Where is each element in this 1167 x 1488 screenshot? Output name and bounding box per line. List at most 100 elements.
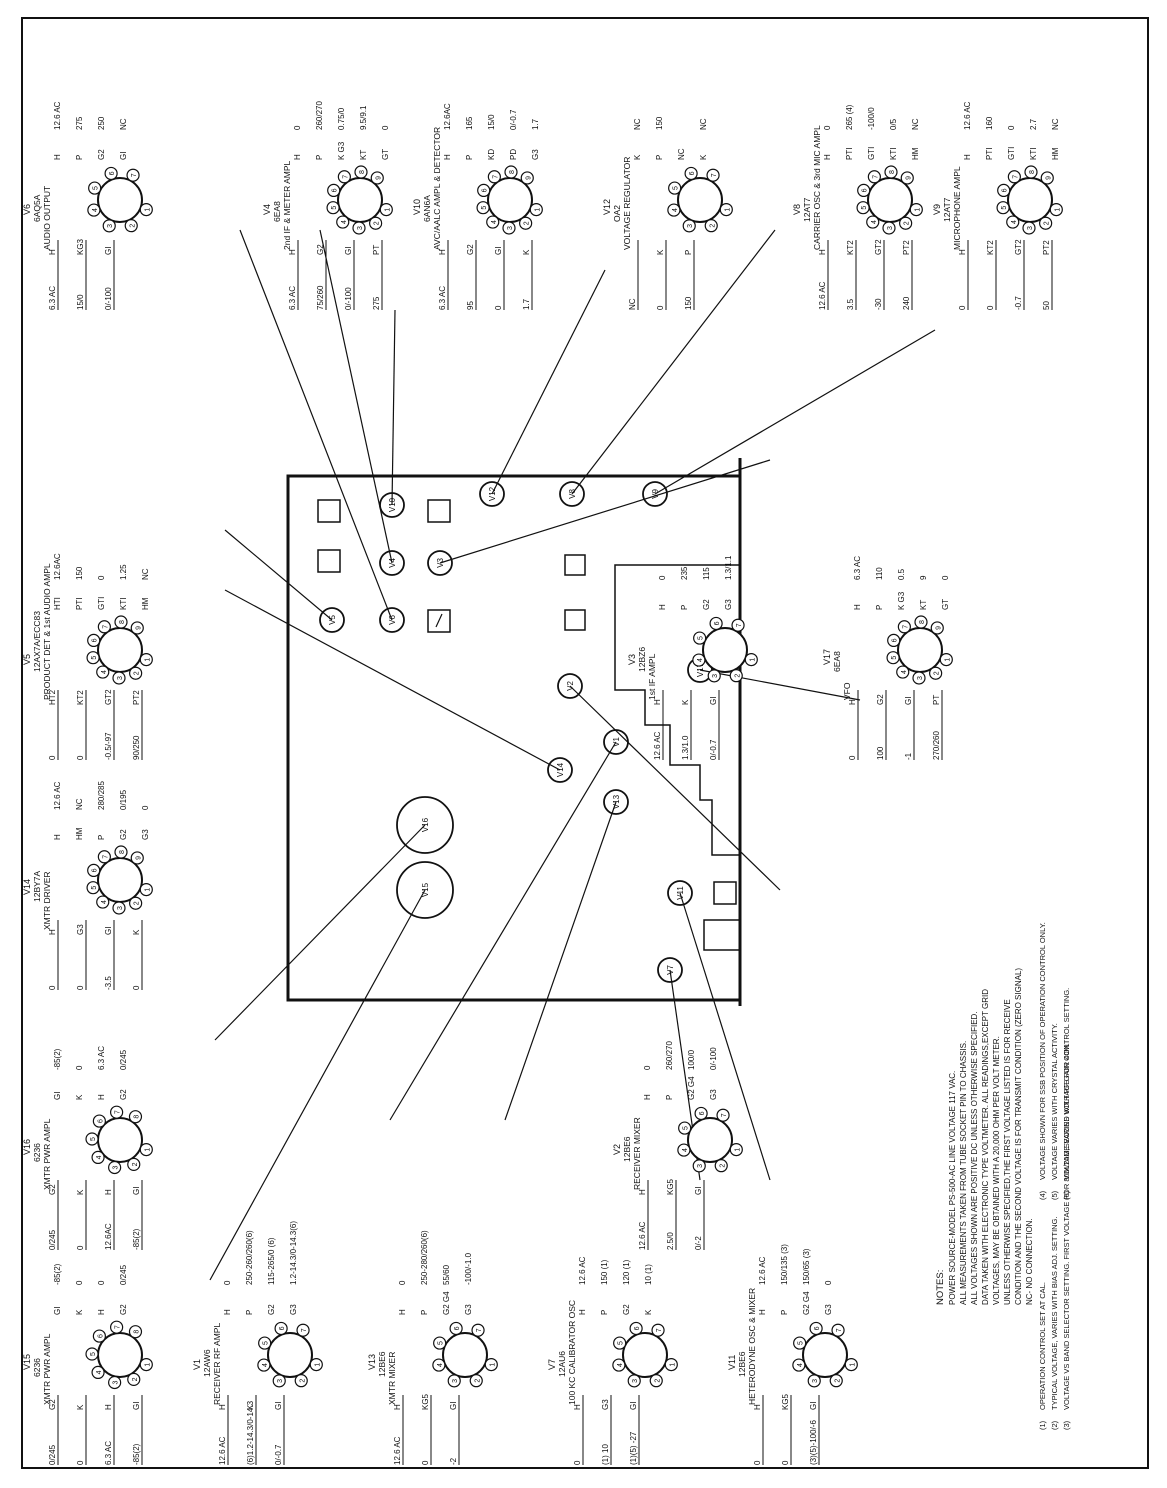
pin-number: 6 xyxy=(892,638,899,642)
pin-voltage: 150 xyxy=(684,296,693,310)
tube-id: V2 xyxy=(612,1144,622,1155)
pin-element: GI xyxy=(132,1402,141,1410)
pin-element: HM xyxy=(75,827,84,840)
pin-number: 5 xyxy=(90,1137,97,1141)
pin-voltage: -2 xyxy=(449,1457,458,1465)
footnotes-block: (1)OPERATION CONTROL SET AT CAL.(2)TYPIC… xyxy=(1038,922,1071,1430)
pin-element: K G3 xyxy=(337,141,346,160)
pin-voltage: 12.6 AC xyxy=(393,1436,402,1465)
pin-voltage: 150 (1) xyxy=(600,1259,609,1285)
pin-voltage: (1)(5) -27 xyxy=(629,1431,638,1465)
pin-voltage: 150 xyxy=(655,116,664,130)
pin-voltage: (1) 10 xyxy=(601,1444,610,1465)
pin-element: H xyxy=(578,1309,587,1315)
socket-label: V13 xyxy=(612,794,621,809)
pin-number: 7 xyxy=(721,1113,728,1117)
pin-voltage: -85(2) xyxy=(53,1263,62,1285)
pin-element: PTI xyxy=(985,148,994,160)
pin-voltage: 265 (4) xyxy=(845,104,854,130)
pin-element: G2 G4 xyxy=(802,1291,811,1315)
pin-circle xyxy=(369,216,383,230)
pin-number: 7 xyxy=(492,175,499,179)
pin-element: K xyxy=(75,1094,84,1100)
pin-number: 1 xyxy=(384,208,391,212)
footnote-mark: (5) xyxy=(1050,1190,1059,1200)
tube-type: 6AN6A xyxy=(422,195,432,222)
pin-circle xyxy=(327,183,341,197)
tube-function: MICROPHONE AMPL xyxy=(952,166,962,250)
pin-voltage: -100/0 xyxy=(867,107,876,130)
pin-circle xyxy=(477,183,491,197)
pin-element: KG5 xyxy=(666,1178,675,1195)
pin-voltage: 95 xyxy=(466,301,475,310)
pin-circle xyxy=(110,1105,124,1119)
note-line: DATA TAKEN WITH ELECTRONIC TYPE VOLTMETE… xyxy=(981,989,990,1305)
tube-socket-body xyxy=(97,857,143,903)
pin-voltage: 0/5 xyxy=(889,118,898,130)
pin-element: G3 xyxy=(464,1304,473,1315)
pin-number: 5 xyxy=(93,186,100,190)
pin-voltage: 2.7 xyxy=(1029,118,1038,130)
pin-voltage: 0 xyxy=(656,305,665,310)
pin-circle xyxy=(484,1358,498,1372)
pin-number: 7 xyxy=(1012,175,1019,179)
footnote-text: VOLTAGE VARIES WITH CRYSTAL ACTIVITY. xyxy=(1050,1023,1059,1180)
pin-circle xyxy=(914,615,928,629)
pin-voltage: 12.6 AC xyxy=(963,101,972,130)
pin-voltage: -85(2) xyxy=(132,1228,141,1250)
pin-number: 6 xyxy=(92,638,99,642)
pin-element: GI xyxy=(53,1307,62,1315)
pin-circle xyxy=(92,1114,106,1128)
tube-type: 6AQ5A xyxy=(32,194,42,222)
pin-number: 8 xyxy=(133,1115,140,1119)
trimmer-socket xyxy=(703,919,741,951)
pin-voltage: 250 xyxy=(97,116,106,130)
tube-socket-body xyxy=(487,177,533,223)
pin-voltage: 0/195 xyxy=(119,789,128,810)
pin-circle xyxy=(704,219,718,233)
pin-voltage: 275 xyxy=(372,296,381,310)
pin-voltage: -3.5 xyxy=(104,976,113,990)
pin-element: HM xyxy=(911,147,920,160)
pin-element: GI xyxy=(104,927,113,935)
pin-element: H xyxy=(643,1094,652,1100)
footnote-mark: (1) xyxy=(1038,1420,1047,1430)
pin-circle xyxy=(1024,165,1038,179)
tube-socket-body xyxy=(802,1332,848,1378)
pin-number: 4 xyxy=(101,670,108,674)
pin-number: 4 xyxy=(491,220,498,224)
pin-element: GT xyxy=(381,149,390,160)
pin-element: G2 xyxy=(267,1304,276,1315)
tube-id: V9 xyxy=(932,204,942,215)
socket-label: V15 xyxy=(421,882,430,897)
pin-element: P xyxy=(655,155,664,160)
pin-voltage: 270/260 xyxy=(932,731,941,760)
pin-voltage: 6.3 AC xyxy=(104,1441,113,1465)
pin-circle xyxy=(447,1374,461,1388)
tube-id: V1 xyxy=(192,1359,202,1370)
pin-circle xyxy=(856,201,870,215)
pin-number: 3 xyxy=(917,676,924,680)
pin-circle xyxy=(682,219,696,233)
pin-voltage: NC xyxy=(119,118,128,130)
shield-mark xyxy=(435,613,443,628)
pin-voltage: 240 xyxy=(902,296,911,310)
pin-voltage: 0 xyxy=(141,805,150,810)
pin-circle xyxy=(432,1358,446,1372)
pin-voltage: -0.7 xyxy=(1014,296,1023,310)
pin-element: H xyxy=(848,699,857,705)
pin-voltage: 12.6 AC xyxy=(758,1256,767,1285)
tube-socket-body xyxy=(677,177,723,223)
socket-label-group: V5 xyxy=(328,615,337,625)
pin-circle xyxy=(272,1374,286,1388)
pin-voltage: 6.3 AC xyxy=(438,286,447,310)
pin-voltage: 0 xyxy=(381,125,390,130)
pin-voltage: 0 xyxy=(76,755,85,760)
pin-voltage: 0 xyxy=(132,985,141,990)
pin-voltage: -1 xyxy=(904,752,913,760)
pin-number: 7 xyxy=(115,1110,122,1114)
pin-number: 8 xyxy=(509,170,516,174)
